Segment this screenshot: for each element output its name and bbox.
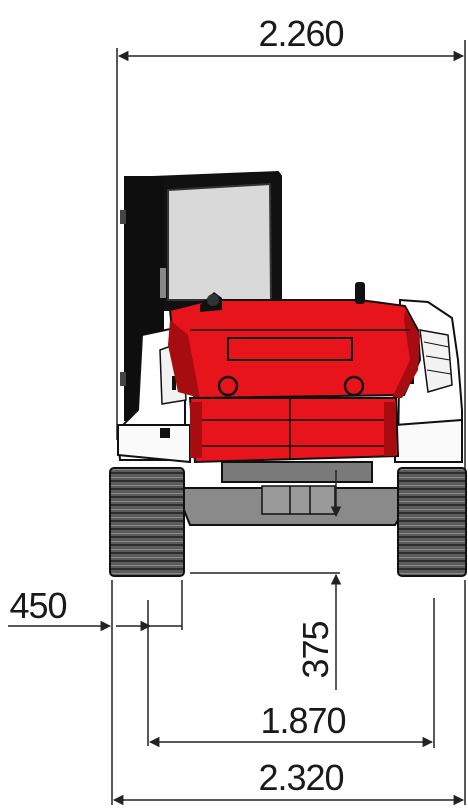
- dimension-label-track-width: 450: [9, 585, 66, 626]
- cab-door-handle: [160, 268, 166, 298]
- dimension-label-overall-width-top: 2.260: [258, 13, 343, 54]
- hood-right-shade: [392, 310, 420, 398]
- left-light-dot: [172, 376, 176, 390]
- hood-left-shade: [168, 320, 200, 398]
- dimension-track-width: 450: [8, 580, 183, 805]
- cab-hinge-upper: [120, 210, 126, 224]
- undercarriage: [179, 461, 411, 526]
- dimension-ground-clearance: 375: [190, 470, 342, 690]
- dimension-overall-width-top: 2.260: [116, 13, 466, 470]
- dimension-label-track-gauge: 1.870: [260, 700, 345, 741]
- dimension-label-ground-clearance: 375: [295, 621, 336, 678]
- left-lower-skirt: [117, 424, 191, 464]
- counterweight-body: [168, 282, 422, 464]
- cab-hinge-lower: [120, 372, 126, 386]
- dimension-label-overall-width-bottom: 2.320: [258, 757, 343, 798]
- left-track: [109, 467, 185, 577]
- dimension-track-gauge: 1.870: [147, 598, 435, 748]
- antenna-mount: [355, 282, 365, 304]
- bolt-left: [217, 375, 239, 397]
- hood-emblem-slot: [227, 337, 353, 361]
- swing-bearing: [221, 461, 373, 483]
- center-frame-bottom: [261, 485, 336, 515]
- bolt-right: [343, 375, 365, 397]
- right-track: [397, 467, 467, 577]
- right-track-tread: [397, 467, 467, 577]
- left-track-tread: [109, 467, 185, 577]
- engine-hood: [168, 299, 422, 400]
- counterweight-lower: [188, 397, 400, 464]
- right-lower-skirt: [394, 418, 463, 463]
- left-side-housing: [116, 326, 191, 464]
- left-step: [160, 428, 170, 438]
- dimension-overall-width-bottom: 2.320: [112, 580, 466, 806]
- cab-window: [167, 182, 273, 301]
